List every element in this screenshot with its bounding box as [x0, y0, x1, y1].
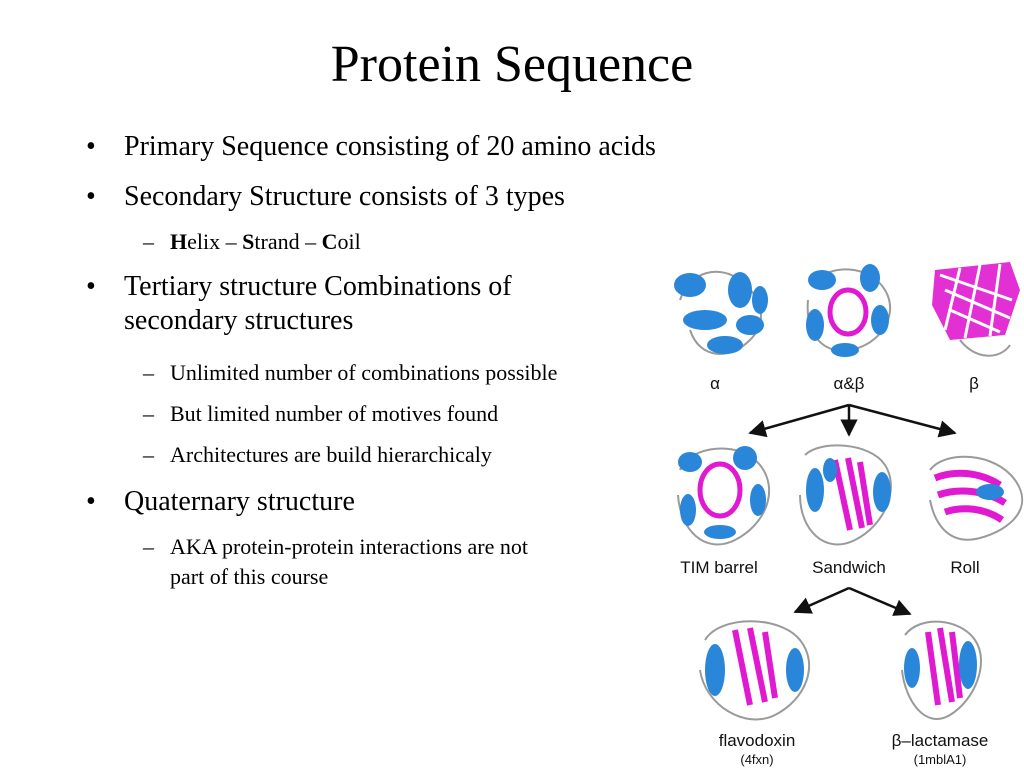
- tim-barrel-label: TIM barrel: [680, 558, 757, 577]
- roll-image: [929, 455, 1023, 541]
- sub-helix-strand-coil: Helix – Strand – Coil: [143, 227, 361, 257]
- flavodoxin-label: flavodoxin: [719, 731, 796, 750]
- beta-lactamase-code: (1mblA1): [914, 752, 967, 767]
- bullet-quaternary-structure: Quaternary structure: [86, 485, 355, 519]
- interactions-line-2: part of this course: [170, 564, 329, 589]
- interactions-line-1: AKA protein-protein interactions are not: [170, 534, 529, 559]
- sub-protein-interactions: AKA protein-protein interactions are not…: [143, 532, 529, 592]
- alpha-beta-label: α&β: [834, 374, 865, 393]
- slide-title: Protein Sequence: [330, 36, 694, 93]
- alpha-beta-protein-image: [806, 264, 891, 357]
- beta-label: β: [969, 374, 979, 393]
- coil-letter: C: [321, 229, 338, 254]
- helix-rest: elix: [187, 229, 221, 254]
- sub-architectures: Architectures are build hierarchicaly: [143, 440, 492, 470]
- hierarchy-arrows-bottom: [793, 586, 912, 616]
- sandwich-label: Sandwich: [812, 558, 886, 577]
- alpha-protein-image: [674, 270, 768, 355]
- beta-protein-image: [932, 262, 1020, 357]
- coil-rest: oil: [337, 229, 361, 254]
- sub-limited-motives: But limited number of motives found: [143, 399, 498, 429]
- beta-lactamase-label: β–lactamase: [892, 731, 989, 750]
- roll-label: Roll: [950, 558, 979, 577]
- strand-rest: trand: [254, 229, 300, 254]
- dash-2: –: [299, 229, 322, 254]
- protein-architecture-figure: α α&β β TIM barrel Sandwich Roll: [674, 262, 1023, 767]
- tim-barrel-image: [677, 446, 770, 546]
- sandwich-image: [799, 444, 892, 546]
- helix-letter: H: [170, 229, 188, 254]
- alpha-label: α: [710, 374, 720, 393]
- flavodoxin-image: [699, 620, 810, 721]
- bullet-secondary-structure: Secondary Structure consists of 3 types: [86, 180, 565, 214]
- strand-letter: S: [242, 229, 255, 254]
- flavodoxin-code: (4fxn): [740, 752, 773, 767]
- hierarchy-arrows-top: [748, 403, 957, 438]
- bullet-primary-sequence: Primary Sequence consisting of 20 amino …: [86, 130, 656, 164]
- bullet-tertiary-structure: Tertiary structure Combinations of secon…: [86, 270, 512, 338]
- beta-lactamase-image: [901, 620, 982, 720]
- tertiary-line-2: secondary structures: [124, 305, 354, 336]
- sub-unlimited-combinations: Unlimited number of combinations possibl…: [143, 358, 557, 388]
- tertiary-line-1: Tertiary structure Combinations of: [124, 271, 512, 302]
- dash-1: –: [220, 229, 243, 254]
